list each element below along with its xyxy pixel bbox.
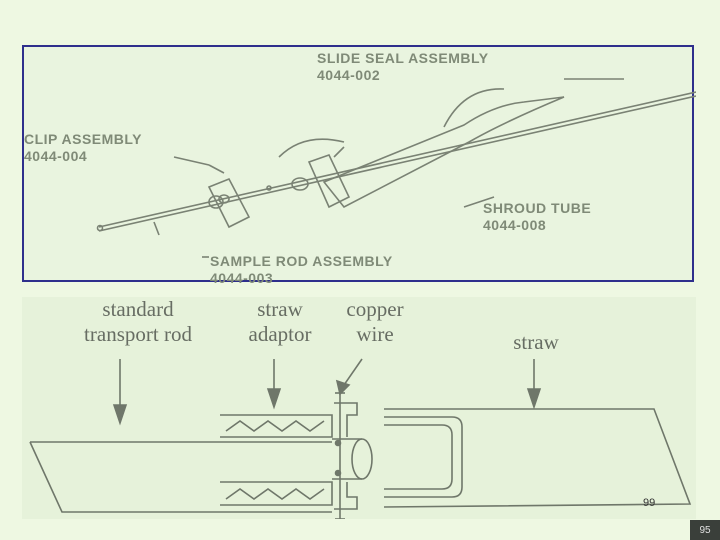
- page-number: 99: [643, 497, 656, 509]
- rod-end-dot: [96, 224, 104, 232]
- cross-section-drawing: [29, 358, 692, 519]
- copper-wire-line1: copper: [346, 297, 404, 321]
- sample-rod-code: 4044-003: [210, 270, 274, 286]
- sample-rod-label: SAMPLE ROD ASSEMBLY 4044-003: [210, 253, 393, 287]
- connector-dot: [266, 185, 272, 191]
- slide-seal-code: 4044-002: [317, 67, 381, 83]
- clip-assembly-title: CLIP ASSEMBLY: [24, 131, 143, 147]
- straw-adaptor-arrow: [266, 359, 282, 410]
- clip-upper-bracket: [334, 402, 358, 437]
- transport-rod-line2: transport rod: [84, 322, 192, 346]
- shroud-tube-code: 4044-008: [483, 217, 547, 233]
- slide-seal-label: SLIDE SEAL ASSEMBLY 4044-002: [317, 50, 489, 84]
- clip-ring-inner: [218, 194, 230, 204]
- slide-seal-block: [307, 154, 351, 209]
- copper-wire-line2: wire: [356, 322, 394, 346]
- transport-rod-line1: standard: [102, 297, 174, 321]
- clip-block: [207, 177, 251, 229]
- sample-rod-line: [98, 91, 696, 228]
- slide-seal-ring: [291, 177, 309, 191]
- clip-assembly-label: CLIP ASSEMBLY 4044-004: [24, 131, 142, 165]
- slide-number-badge: 95: [690, 520, 720, 540]
- straw-adaptor-label: straw adaptor: [235, 297, 325, 347]
- cross-section-panel: standard transport rod straw adaptor cop…: [22, 297, 696, 519]
- slide-seal-pointer: [333, 146, 345, 158]
- sample-rod-line-lower: [98, 95, 696, 232]
- shroud-tube-body: [322, 96, 565, 209]
- straw-arrow: [526, 359, 542, 410]
- transport-rod-outline: [29, 441, 332, 513]
- assembly-drawing: [96, 78, 696, 258]
- shroud-tube-label: SHROUD TUBE 4044-008: [483, 200, 591, 234]
- rod-tip: [351, 438, 373, 480]
- adaptor-lower-sleeve: [220, 481, 333, 506]
- adaptor-upper-zigzag: [225, 420, 325, 432]
- sample-rod-title: SAMPLE ROD ASSEMBLY: [210, 253, 393, 269]
- straw-adaptor-line2: adaptor: [248, 322, 312, 346]
- shroud-leader: [463, 196, 495, 208]
- clip-leader-tip: [208, 164, 225, 174]
- straw-label: straw: [513, 330, 559, 354]
- adaptor-lower-zigzag: [225, 488, 325, 500]
- straw-inner-cup-inner: [384, 424, 453, 490]
- straw-adaptor-line1: straw: [257, 297, 303, 321]
- copper-wire-arrow: [335, 358, 363, 396]
- wire-dot-upper: [334, 439, 342, 447]
- straw-outline: [383, 408, 692, 508]
- clip-ring: [208, 195, 224, 209]
- sample-rod-pointer: [153, 221, 160, 236]
- clip-leader: [173, 156, 210, 166]
- straw-inner-cup-outer: [384, 416, 463, 498]
- transport-rod-arrow: [112, 359, 128, 426]
- slide-seal-title: SLIDE SEAL ASSEMBLY: [317, 50, 489, 66]
- clip-assembly-code: 4044-004: [24, 148, 88, 164]
- wire-dot-lower: [334, 469, 342, 477]
- copper-wire-label: copper wire: [335, 297, 415, 347]
- shroud-tube-title: SHROUD TUBE: [483, 200, 592, 216]
- transport-rod-label: standard transport rod: [58, 297, 218, 347]
- clip-lower-bracket: [334, 482, 358, 510]
- shroud-left-curve: [278, 138, 345, 158]
- shroud-tube-curve: [443, 88, 505, 128]
- assembly-drawing-panel: SLIDE SEAL ASSEMBLY 4044-002 CLIP ASSEMB…: [22, 45, 696, 286]
- adaptor-upper-sleeve: [220, 414, 333, 438]
